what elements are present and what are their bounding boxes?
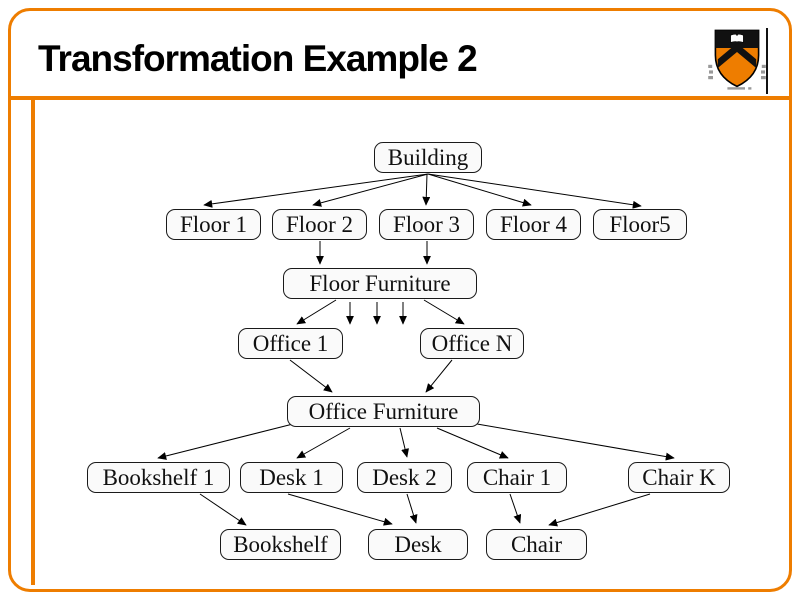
node-bookshelf-1: Bookshelf 1 xyxy=(87,462,230,493)
logo-divider-line xyxy=(766,28,768,94)
node-floor-3: Floor 3 xyxy=(379,209,474,240)
node-desk: Desk xyxy=(368,529,468,560)
node-office-1: Office 1 xyxy=(238,328,343,359)
node-floor-4: Floor 4 xyxy=(486,209,581,240)
node-office-furniture: Office Furniture xyxy=(287,396,480,427)
node-floor-5: Floor5 xyxy=(593,209,687,240)
node-desk-1: Desk 1 xyxy=(240,462,343,493)
slide-border xyxy=(8,8,792,592)
title-divider-line xyxy=(10,96,790,100)
page-title: Transformation Example 2 xyxy=(38,38,478,79)
node-chair-k: Chair K xyxy=(628,462,730,493)
node-floor-1: Floor 1 xyxy=(166,209,261,240)
node-office-n: Office N xyxy=(420,328,524,359)
node-chair: Chair xyxy=(486,529,587,560)
node-floor-furniture: Floor Furniture xyxy=(283,268,477,299)
node-floor-2: Floor 2 xyxy=(272,209,367,240)
node-chair-1: Chair 1 xyxy=(467,462,567,493)
node-bookshelf: Bookshelf xyxy=(220,529,341,560)
node-desk-2: Desk 2 xyxy=(357,462,452,493)
left-accent-line xyxy=(31,100,35,585)
princeton-shield-icon xyxy=(708,28,766,92)
node-building: Building xyxy=(374,142,482,173)
